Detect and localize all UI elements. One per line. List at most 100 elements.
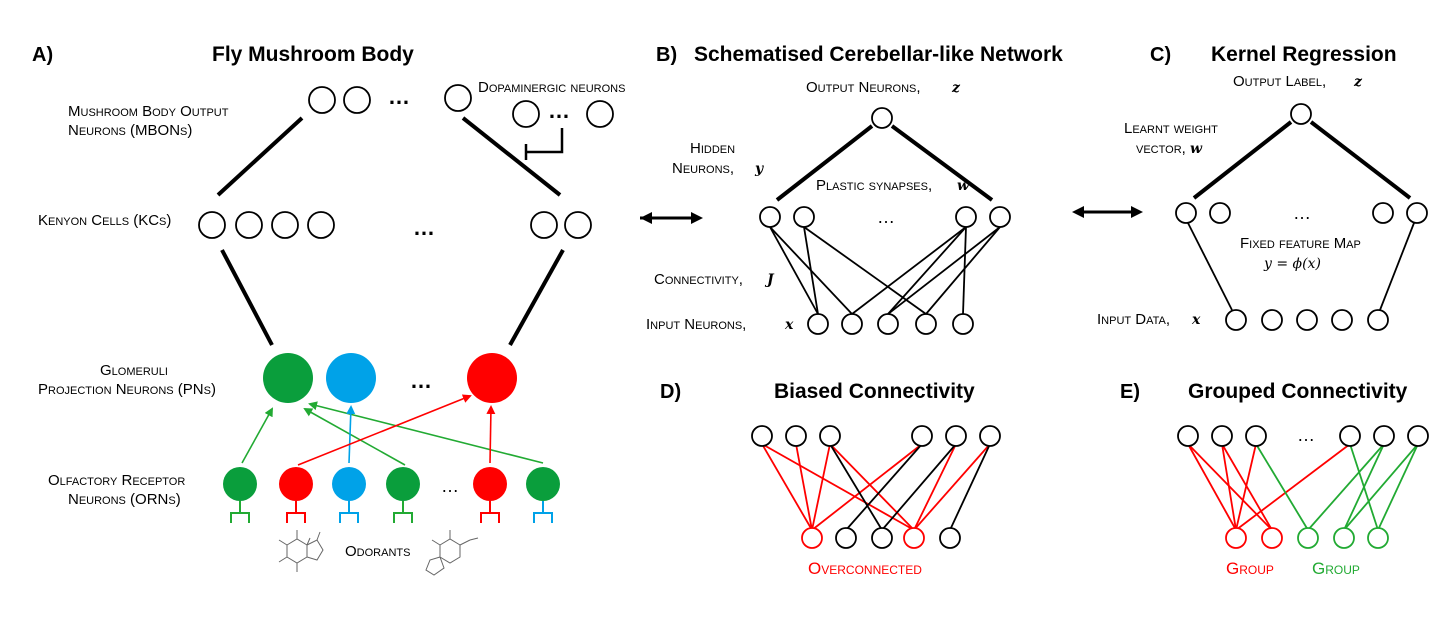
kenyon-cell: [271, 211, 299, 239]
overconnected-label: Overconnected: [808, 559, 922, 578]
feature-neuron: [1406, 202, 1428, 224]
olfactory-receptor-neuron-blue: [332, 467, 366, 501]
hidden-neuron: [751, 425, 773, 447]
hidden-neuron: [1407, 425, 1429, 447]
group-red-input-neuron: [1225, 527, 1247, 549]
orn-label-line2: Neurons (ORNs): [68, 491, 181, 508]
connectivity-label: Connectivity,: [654, 271, 743, 288]
plastic-synapses-label: Plastic synapses,: [816, 177, 932, 194]
group-green-label: Group: [1312, 559, 1360, 578]
group-red-label: Group: [1226, 559, 1274, 578]
olfactory-receptor-neuron-red: [279, 467, 313, 501]
panel-b: B) Schematised Cerebellar-like Network O…: [646, 43, 1063, 335]
panel-e-letter: E): [1120, 381, 1140, 403]
input-neuron: [915, 313, 937, 335]
receptor-fork-icon: [339, 501, 359, 523]
panel-d: D) Biased Connectivity Overco: [660, 380, 1001, 578]
grouped-ellipsis: …: [1297, 425, 1315, 445]
output-neurons-label: Output Neurons,: [806, 79, 921, 96]
hidden-neuron: [945, 425, 967, 447]
inhibitory-synapse-icon: [526, 128, 564, 154]
hidden-neuron: [793, 206, 815, 228]
mbon-neuron: [343, 86, 371, 114]
olfactory-receptor-neuron-green: [386, 467, 420, 501]
panel-e: E) Grouped Connectivity …: [1120, 380, 1429, 578]
mbon-label-line1: Mushroom Body Output: [68, 103, 229, 120]
input-neurons-label: Input Neurons,: [646, 316, 746, 333]
hidden-ellipsis: …: [877, 207, 895, 227]
plastic-synapse: [890, 124, 994, 202]
hidden-neurons-label-line2: Neurons,: [672, 160, 734, 177]
feature-map-edge: [1379, 222, 1415, 311]
hidden-neuron: [1211, 425, 1233, 447]
learnt-weight: [1309, 120, 1412, 200]
projection-neuron-blue: [326, 353, 376, 403]
hidden-neuron: [1245, 425, 1267, 447]
group-red-lines: [1187, 443, 1351, 531]
mbon-kc-connection: [216, 116, 304, 197]
panel-b-title: Schematised Cerebellar-like Network: [694, 43, 1063, 66]
caffeine-molecule-icon: [278, 530, 324, 572]
input-var-x: x: [784, 317, 794, 333]
biased-red-lines: [761, 443, 991, 531]
olfactory-receptor-neuron-green: [223, 467, 257, 501]
kenyon-cell: [564, 211, 592, 239]
weight-vector-label-line2: vector,: [1136, 140, 1186, 157]
group-green-lines: [1255, 443, 1419, 531]
panel-e-title: Grouped Connectivity: [1188, 380, 1408, 403]
projection-neuron-red: [467, 353, 517, 403]
feature-neuron: [1175, 202, 1197, 224]
orn-pn-arrow: [486, 405, 496, 464]
output-label-text: Output Label,: [1233, 73, 1326, 90]
equivalence-arrow-a-b-head: [640, 212, 652, 224]
connectivity-var-j: J: [764, 272, 775, 288]
kenyon-cell: [235, 211, 263, 239]
feature-neuron: [1209, 202, 1231, 224]
feature-ellipsis: …: [1293, 203, 1311, 223]
equivalence-arrow-b-c-head: [1072, 206, 1084, 218]
input-data-neuron: [1296, 309, 1318, 331]
dopaminergic-neuron: [586, 100, 614, 128]
plastic-synapse: [775, 124, 874, 202]
group-green-input-neuron: [1367, 527, 1389, 549]
panel-a-letter: A): [32, 44, 53, 66]
overconnected-input-neuron: [801, 527, 823, 549]
connectivity-j-lines: [769, 226, 1001, 315]
input-neuron: [939, 527, 961, 549]
hidden-neuron: [911, 425, 933, 447]
feature-neuron: [1372, 202, 1394, 224]
mbon-label-line2: Neurons (MBONs): [68, 122, 192, 139]
feature-map-equation: y = ϕ(x): [1263, 256, 1321, 272]
hidden-neurons-label-line1: Hidden: [690, 140, 735, 157]
olfactory-receptor-neuron-red: [473, 467, 507, 501]
overconnected-input-neuron: [903, 527, 925, 549]
orn-pn-arrow: [241, 407, 273, 464]
panel-a-title: Fly Mushroom Body: [212, 43, 414, 66]
input-neuron: [807, 313, 829, 335]
olfactory-receptor-neuron-green: [526, 467, 560, 501]
input-data-neuron: [1367, 309, 1389, 331]
receptor-fork-icon: [286, 501, 306, 523]
dopaminergic-neuron: [512, 100, 540, 128]
pn-ellipsis: …: [410, 368, 432, 393]
receptor-fork-icon: [230, 501, 250, 523]
learnt-weight: [1192, 120, 1293, 200]
orn-label-line1: Olfactory Receptor: [48, 472, 185, 489]
input-neuron: [835, 527, 857, 549]
weight-vector-label-line1: Learnt weight: [1124, 120, 1218, 137]
biased-black-lines: [829, 443, 991, 531]
odorants-label: Odorants: [345, 543, 410, 560]
hidden-var-y: y: [754, 161, 764, 177]
group-green-input-neuron: [1333, 527, 1355, 549]
kc-ellipsis: …: [413, 215, 435, 240]
input-data-neuron: [1331, 309, 1353, 331]
mbon-ellipsis: …: [388, 84, 410, 109]
hidden-neuron: [785, 425, 807, 447]
pn-label-line2: Projection Neurons (PNs): [38, 381, 216, 398]
pn-label-line1: Glomeruli: [100, 362, 168, 379]
panel-c-title: Kernel Regression: [1211, 43, 1397, 66]
panel-c: C) Kernel Regression Output Label, z Lea…: [1097, 43, 1428, 331]
hidden-neuron: [1373, 425, 1395, 447]
hidden-neuron: [819, 425, 841, 447]
input-neuron: [952, 313, 974, 335]
